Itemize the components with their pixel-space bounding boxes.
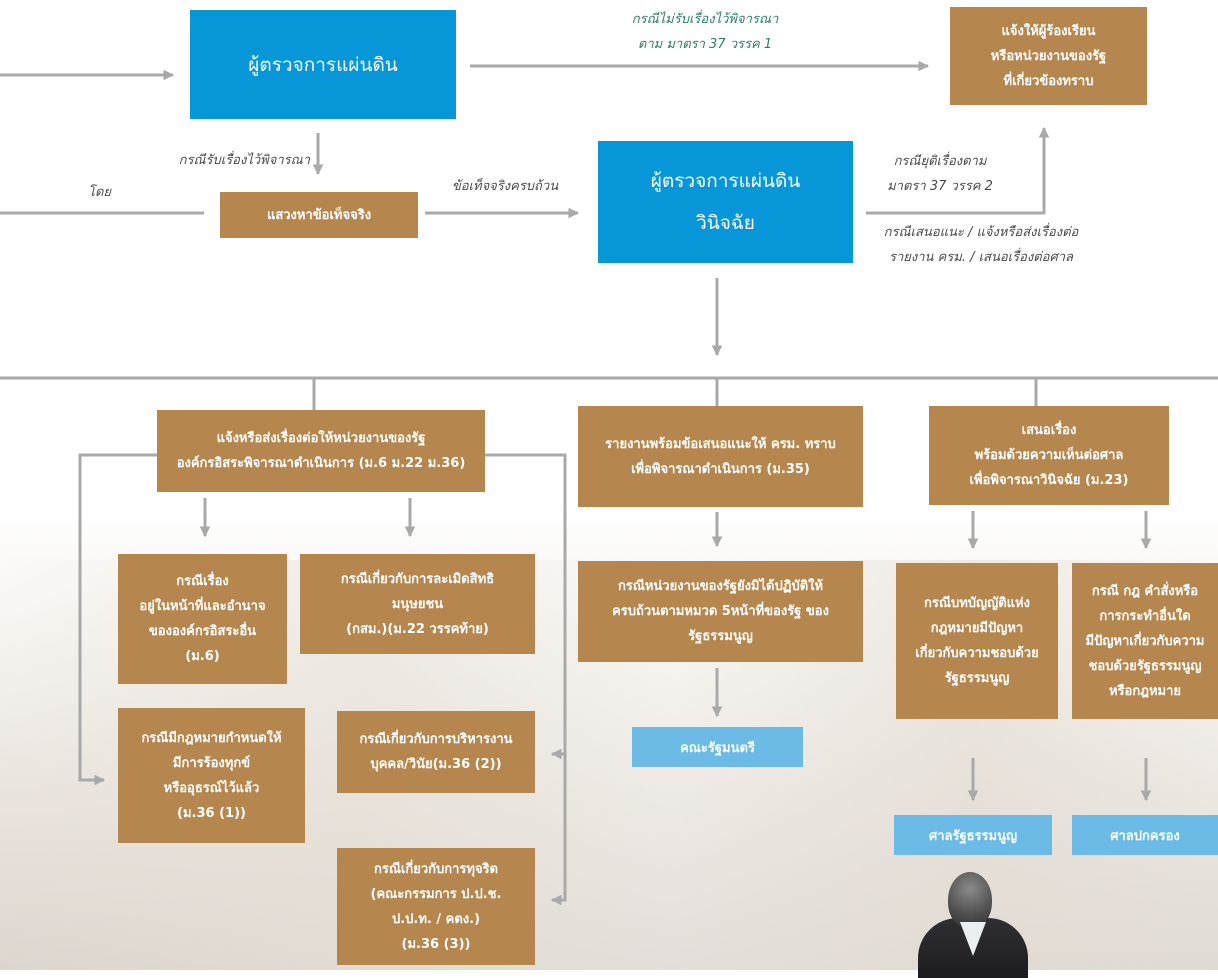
decide-line-2: วินิจฉัย: [696, 212, 755, 234]
provision-line-2: กฎหมายมีปัญหา: [930, 621, 1024, 636]
provision-line-3: เกี่ยวกับความชอบด้วย: [915, 646, 1039, 661]
notify-line-2: หรือหน่วยงานของรัฐ: [990, 48, 1107, 64]
rights-line-2: มนุษยชน: [391, 596, 444, 612]
facts-complete-label: ข้อเท็จจริงครบถ้วน: [440, 174, 570, 199]
rule-line-1: กรณี กฎ คำสั่งหรือ: [1091, 583, 1199, 599]
facts-complete-line: ข้อเท็จจริงครบถ้วน: [451, 179, 559, 194]
cabinet-label: คณะรัฐมนตรี: [680, 740, 755, 756]
not-accepted-line-2: ตาม มาตรา 37 วรรค 1: [637, 37, 773, 52]
law-line-4: (ม.36 (1)): [177, 805, 246, 821]
law-line-2: มีการร้องทุกข์: [172, 755, 251, 771]
report-cabinet-box: รายงานพร้อมข้อเสนอแนะให้ ครม. ทราบ เพื่อ…: [578, 406, 863, 507]
not-accepted-line-1: กรณีไม่รับเรื่องไว้พิจารณา: [631, 12, 779, 27]
corruption-line-1: กรณีเกี่ยวกับการทุจริต: [373, 861, 499, 877]
within-line-1: กรณีเรื่อง: [176, 574, 229, 589]
law-appeal-box: กรณีมีกฎหมายกำหนดให้ มีการร้องทุกข์ หรือ…: [118, 708, 305, 843]
terminated-label: กรณียุติเรื่องตาม มาตรา 37 วรรค 2: [860, 149, 1020, 199]
recommend-line-1: กรณีเสนอแนะ / แจ้งหรือส่งเรื่องต่อ: [883, 225, 1079, 240]
administrative-court-label: ศาลปกครอง: [1110, 828, 1180, 844]
decide-line-1: ผู้ตรวจการแผ่นดิน: [650, 170, 801, 192]
person-head: [948, 872, 992, 928]
not-complied-box: กรณีหน่วยงานของรัฐยังมิได้ปฏิบัติให้ ครบ…: [578, 561, 863, 662]
corruption-box: กรณีเกี่ยวกับการทุจริต (คณะกรรมการ ป.ป.ช…: [337, 848, 535, 965]
notify-line-3: ที่เกี่ยวข้องทราบ: [1003, 73, 1094, 89]
rule-line-5: หรือกฎหมาย: [1108, 683, 1181, 699]
propose-court-line-1: เสนอเรื่อง: [1021, 423, 1077, 438]
rights-line-1: กรณีเกี่ยวกับการละเมิดสิทธิ: [340, 571, 495, 587]
within-line-3: ขององค์กรอิสระอื่น: [148, 624, 257, 639]
corruption-line-4: (ม.36 (3)): [401, 936, 471, 952]
personnel-box: กรณีเกี่ยวกับการบริหารงาน บุคคล/วินัย(ม.…: [337, 711, 535, 793]
rights-line-3: (กสม.)(ม.22 วรรคท้าย): [346, 621, 489, 637]
not-complied-line-1: กรณีหน่วยงานของรัฐยังมิได้ปฏิบัติให้: [617, 579, 824, 594]
not-accepted-label: กรณีไม่รับเรื่องไว้พิจารณา ตาม มาตรา 37 …: [560, 7, 850, 57]
terminated-line-2: มาตรา 37 วรรค 2: [887, 179, 993, 194]
terminated-line-1: กรณียุติเรื่องตาม: [893, 154, 987, 169]
propose-court-line-3: เพื่อพิจารณาวินิจฉัย (ม.23): [969, 473, 1129, 488]
by-line: โดย: [88, 185, 112, 200]
provision-line-1: กรณีบทบัญญัติแห่ง: [924, 596, 1030, 611]
rule-line-3: มีปัญหาเกี่ยวกับความ: [1085, 633, 1205, 649]
accepted-label: กรณีรับเรื่องไว้พิจารณา: [140, 148, 310, 173]
notify-agency-line-1: แจ้งหรือส่งเรื่องต่อให้หน่วยงานของรัฐ: [216, 431, 426, 446]
accepted-line: กรณีรับเรื่องไว้พิจารณา: [178, 153, 310, 168]
notify-agency-box: แจ้งหรือส่งเรื่องต่อให้หน่วยงานของรัฐ อง…: [157, 410, 485, 492]
constitutional-court-label: ศาลรัฐธรรมนูญ: [928, 828, 1018, 844]
rule-line-4: ชอบด้วยรัฐธรรมนูญ: [1088, 658, 1202, 674]
connector-corruption: [550, 754, 567, 906]
connector-personnel: [485, 453, 567, 760]
report-cabinet-line-2: เพื่อพิจารณาดำเนินการ (ม.35): [631, 461, 810, 477]
administrative-court-box: ศาลปกครอง: [1072, 815, 1218, 855]
fact-finding-box: แสวงหาข้อเท็จจริง: [220, 192, 418, 238]
recommend-line-2: รายงาน ครม. / เสนอเรื่องต่อศาล: [888, 250, 1073, 265]
recommend-label: กรณีเสนอแนะ / แจ้งหรือส่งเรื่องต่อ รายงา…: [856, 220, 1106, 270]
within-authority-box: กรณีเรื่อง อยู่ในหน้าที่และอำนาจ ขององค์…: [118, 554, 287, 684]
notify-complainant-box: แจ้งให้ผู้ร้องเรียน หรือหน่วยงานของรัฐ ท…: [950, 7, 1147, 105]
propose-court-box: เสนอเรื่อง พร้อมด้วยความเห็นต่อศาล เพื่อ…: [929, 406, 1169, 505]
law-line-3: หรืออุธรณ์ไว้แล้ว: [163, 780, 260, 796]
notify-line-1: แจ้งให้ผู้ร้องเรียน: [1001, 23, 1096, 39]
propose-court-line-2: พร้อมด้วยความเห็นต่อศาล: [974, 448, 1124, 463]
connector-terminated: [866, 126, 1050, 215]
constitutional-court-box: ศาลรัฐธรรมนูญ: [894, 815, 1052, 855]
cabinet-box: คณะรัฐมนตรี: [632, 727, 803, 767]
report-cabinet-line-1: รายงานพร้อมข้อเสนอแนะให้ ครม. ทราบ: [605, 436, 836, 452]
law-line-1: กรณีมีกฎหมายกำหนดให้: [141, 730, 282, 746]
within-line-4: (ม.6): [185, 649, 220, 664]
provision-problem-box: กรณีบทบัญญัติแห่ง กฎหมายมีปัญหา เกี่ยวกั…: [896, 563, 1058, 719]
corruption-line-2: (คณะกรรมการ ป.ป.ช.: [370, 886, 502, 902]
rule-line-2: การกระทำอื่นใด: [1099, 608, 1191, 624]
not-complied-line-2: ครบถ้วนตามหมวด 5หน้าที่ของรัฐ ของ: [612, 604, 829, 619]
ombudsman-label: ผู้ตรวจการแผ่นดิน: [248, 53, 398, 76]
rule-problem-box: กรณี กฎ คำสั่งหรือ การกระทำอื่นใด มีปัญห…: [1072, 563, 1218, 719]
connector-law: [78, 453, 157, 786]
ombudsman-decide-box: ผู้ตรวจการแผ่นดิน วินิจฉัย: [598, 141, 853, 263]
not-complied-line-3: รัฐธรรมนูญ: [688, 629, 753, 644]
within-line-2: อยู่ในหน้าที่และอำนาจ: [139, 599, 266, 614]
personnel-line-1: กรณีเกี่ยวกับการบริหารงาน: [359, 732, 513, 747]
personnel-line-2: บุคคล/วินัย(ม.36 (2)): [370, 757, 502, 772]
fact-finding-label: แสวงหาข้อเท็จจริง: [266, 207, 372, 223]
corruption-line-3: ป.ป.ท. / คตง.): [391, 911, 481, 927]
provision-line-4: รัฐธรรมนูญ: [944, 671, 1010, 686]
by-label: โดย: [88, 180, 128, 205]
human-rights-box: กรณีเกี่ยวกับการละเมิดสิทธิ มนุษยชน (กสม…: [300, 554, 535, 654]
notify-agency-line-2: องค์กรอิสระพิจารณาดำเนินการ (ม.6 ม.22 ม.…: [176, 456, 466, 471]
ombudsman-box: ผู้ตรวจการแผ่นดิน: [190, 10, 456, 119]
